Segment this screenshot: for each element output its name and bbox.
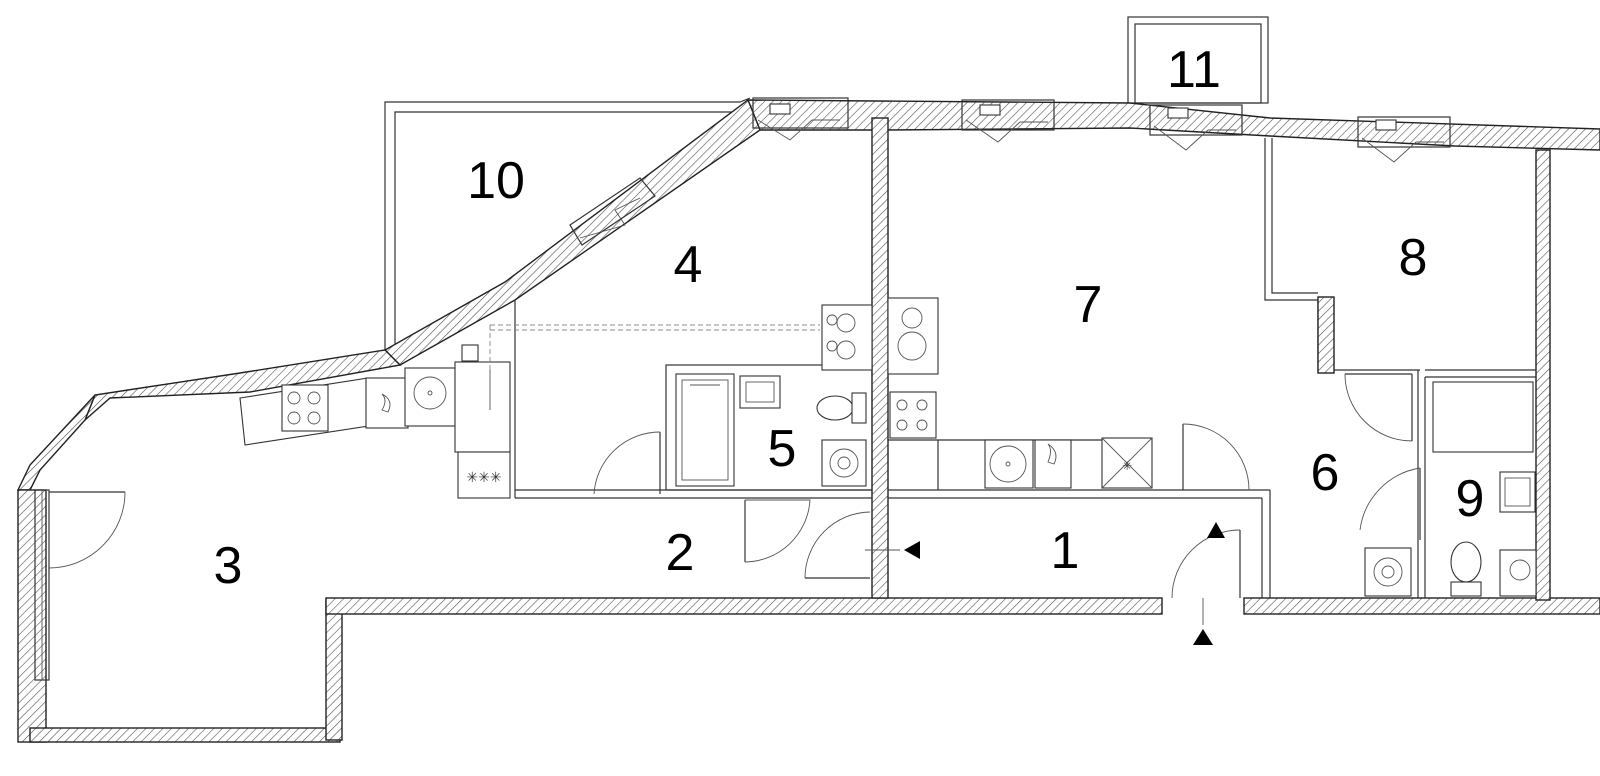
window-left: [34, 489, 50, 681]
door-kitchen: [593, 431, 661, 495]
sink-icon-9: [1499, 471, 1536, 513]
room-label-10: 10: [467, 152, 525, 210]
room-labels: 1 2 3 4 5 6 7 8 9 10 11: [214, 41, 1485, 595]
bathroom-9: [1364, 381, 1537, 597]
sink-icon-5: [739, 375, 781, 409]
sink-icon-7: [984, 439, 1034, 489]
door-entrance: [1171, 529, 1241, 599]
door-balcony-left: [48, 491, 126, 569]
cooktop-icon: ✳✳✳: [457, 451, 511, 499]
door-room-8: [1344, 373, 1413, 442]
room-label-5: 5: [768, 420, 797, 478]
svg-text:✳: ✳: [1122, 459, 1132, 473]
room-label-2: 2: [666, 524, 695, 582]
toilet-icon-9: [1450, 541, 1482, 597]
boiler-icon-9: [1499, 549, 1537, 597]
door-corridor-2: [804, 511, 871, 579]
boiler-icon: [365, 377, 409, 429]
svg-text:✳✳✳: ✳✳✳: [466, 470, 501, 486]
door-bathroom-5: [744, 499, 811, 563]
sink-icon: [404, 367, 456, 427]
room-label-6: 6: [1311, 444, 1340, 502]
shower-icon: [675, 373, 735, 487]
tap-icon-7: [1034, 439, 1072, 489]
room-label-9: 9: [1456, 470, 1485, 528]
exterior-walls: [16, 98, 1600, 743]
cooktop-icon-7: ✳: [1101, 437, 1153, 489]
boiler-icon-7: [887, 297, 939, 375]
room-label-11: 11: [1167, 41, 1221, 99]
room-label-8: 8: [1399, 229, 1428, 287]
toilet-icon: [816, 392, 867, 424]
stove-icon: [281, 384, 329, 432]
room-label-4: 4: [674, 236, 703, 294]
window-diagonal: [569, 177, 656, 246]
radiator-icon-4: [821, 304, 873, 371]
washing-machine-icon-9: [1364, 547, 1412, 597]
windows: [34, 97, 1451, 681]
kitchen-7: ✳: [887, 297, 1153, 489]
kitchen-3: ✳✳✳: [239, 324, 820, 499]
window-3: [1149, 104, 1243, 151]
room-label-7: 7: [1074, 276, 1103, 334]
washing-machine-icon: [821, 439, 867, 487]
window-4: [1357, 116, 1451, 163]
room-label-1: 1: [1051, 522, 1080, 580]
window-1: [752, 97, 849, 141]
balcony-11-outline: [1127, 16, 1269, 104]
room-label-3: 3: [214, 537, 243, 595]
stove-icon-7: [889, 391, 937, 439]
doors: [48, 373, 1421, 599]
bathroom-5: [675, 304, 873, 487]
window-2: [961, 99, 1055, 143]
door-bathroom-9: [1359, 467, 1421, 540]
balcony-10-outline: [384, 97, 751, 355]
door-room-7: [1182, 423, 1250, 491]
entrance-arrow-icon: [865, 522, 1225, 645]
